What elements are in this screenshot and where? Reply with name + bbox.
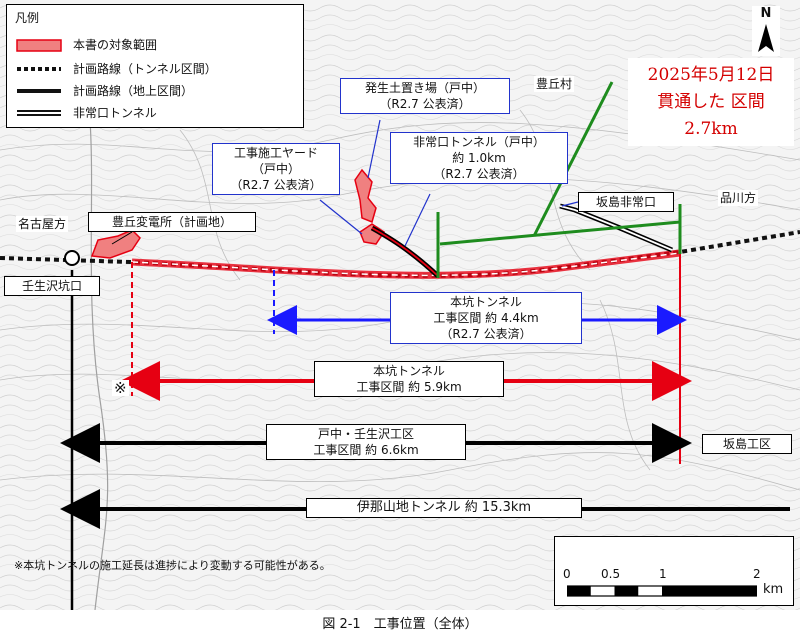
sakashima-section-label: 坂島工区 xyxy=(702,434,792,454)
red-fill-symbol xyxy=(16,39,62,52)
legend-label: 計画路線（トンネル区間） xyxy=(73,62,217,76)
main-tunnel-44-length: 工事区間 約 4.4km xyxy=(433,311,539,325)
legend-title: 凡例 xyxy=(15,11,40,25)
work-yard-leader xyxy=(319,199,363,235)
double-line-symbol xyxy=(17,110,61,116)
soil-yard-status: （R2.7 公表済） xyxy=(379,97,471,111)
tonaka-mibuzawa-title: 戸中・壬生沢工区 xyxy=(317,427,414,441)
sakashima-exit-label: 坂島非常口 xyxy=(578,192,674,212)
work-yard-callout: 工事施工ヤード （戸中） （R2.7 公表済） xyxy=(212,143,340,195)
main-tunnel-59-title: 本坑トンネル xyxy=(373,364,445,378)
scale-tick-05: 0.5 xyxy=(601,567,621,581)
announcement-date: 2025年5月12日 xyxy=(647,65,775,85)
substation-area xyxy=(90,229,141,259)
legend-label: 計画路線（地上区間） xyxy=(73,84,194,98)
mibuzawa-portal-marker xyxy=(64,250,80,266)
north-arrow: N xyxy=(752,6,780,56)
scale-bar: 0 0.5 1 2 km xyxy=(554,536,794,606)
tonaka-mibuzawa-length: 工事区間 約 6.6km xyxy=(313,443,419,457)
work-yard-location: （戸中） xyxy=(251,162,300,176)
footnote: ※本坑トンネルの施工延長は進捗により変動する可能性がある。 xyxy=(14,559,331,572)
mibuzawa-exit-label: 壬生沢坑口 xyxy=(4,276,100,296)
solid-line-symbol xyxy=(17,89,61,93)
river-lines xyxy=(89,119,109,610)
soil-yard-area xyxy=(354,168,377,224)
sakashima-leader xyxy=(561,201,579,207)
emergency-tunnel-leader xyxy=(404,193,431,247)
scale-tick-0: 0 xyxy=(563,567,571,581)
soil-yard-leader xyxy=(367,119,381,179)
substation-leader xyxy=(111,231,133,245)
legend: 凡例 本書の対象範囲 計画路線（トンネル区間） 計画路線（地上区間） 非常口トン… xyxy=(6,4,304,128)
announcement-length: 2.7km xyxy=(684,119,738,139)
legend-label: 非常口トンネル xyxy=(73,106,157,120)
soil-yard-title: 発生土置き場（戸中） xyxy=(364,81,485,95)
north-label: N xyxy=(760,6,772,21)
scale-tick-2: 2 xyxy=(753,567,761,581)
tonaka-mibuzawa-callout: 戸中・壬生沢工区 工事区間 約 6.6km xyxy=(266,424,466,460)
scale-unit: km xyxy=(763,582,784,597)
shinagawa-direction-label: 品川方 xyxy=(718,190,759,206)
emergency-tunnel-callout: 非常口トンネル（戸中） 約 1.0km （R2.7 公表済） xyxy=(390,132,568,184)
emergency-tunnel-title: 非常口トンネル（戸中） xyxy=(413,135,545,149)
soil-yard-callout: 発生土置き場（戸中） （R2.7 公表済） xyxy=(340,78,510,114)
main-tunnel-44-title: 本坑トンネル xyxy=(450,295,522,309)
main-tunnel-59-length: 工事区間 約 5.9km xyxy=(356,380,462,394)
work-yard-status: （R2.7 公表済） xyxy=(230,178,322,192)
nagoya-direction-label: 名古屋方 xyxy=(16,216,69,232)
main-tunnel-59-callout: 本坑トンネル 工事区間 約 5.9km xyxy=(314,361,504,397)
dotted-line-symbol xyxy=(17,67,61,71)
ina-tunnel-label: 伊那山地トンネル 約 15.3km xyxy=(306,498,582,518)
emergency-tunnel-status: （R2.7 公表済） xyxy=(433,167,525,181)
asterisk-mark: ※ xyxy=(112,379,129,397)
toyooka-village-label: 豊丘村 xyxy=(534,76,575,92)
breakthrough-markers xyxy=(436,81,682,278)
substation-label: 豊丘変電所（計画地） xyxy=(88,212,256,232)
scale-tick-1: 1 xyxy=(659,567,667,581)
emergency-tunnel-length: 約 1.0km xyxy=(452,151,506,165)
announcement-text: 貫通した 区間 xyxy=(657,92,765,112)
main-tunnel-44-status: （R2.7 公表済） xyxy=(440,327,532,341)
scale-bar-graphic xyxy=(567,585,757,597)
north-arrow-icon xyxy=(758,24,774,52)
work-yard-title: 工事施工ヤード xyxy=(233,146,318,160)
breakthrough-announcement: 2025年5月12日 貫通した 区間 2.7km xyxy=(628,58,794,146)
figure-caption: 図 2-1 工事位置（全体） xyxy=(322,617,478,632)
legend-label: 本書の対象範囲 xyxy=(73,38,158,52)
main-tunnel-44-callout: 本坑トンネル 工事区間 約 4.4km （R2.7 公表済） xyxy=(390,292,582,344)
